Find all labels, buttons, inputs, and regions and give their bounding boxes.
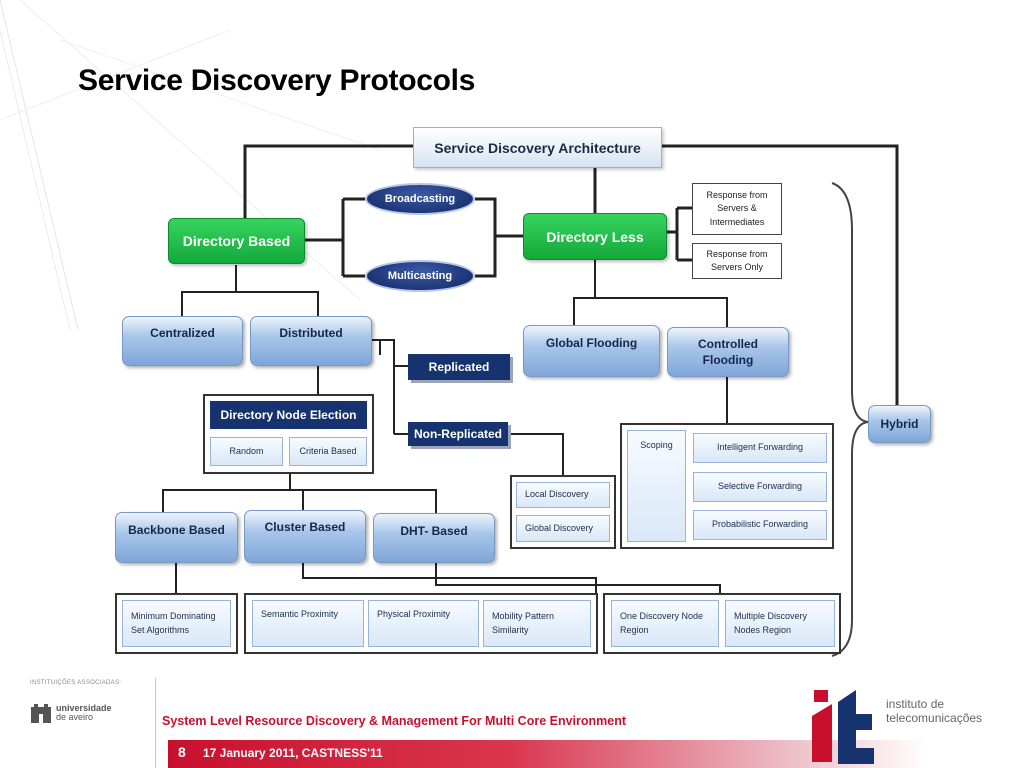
footer-divider xyxy=(155,678,156,768)
directory-based-node: Directory Based xyxy=(168,218,305,264)
random-node: Random xyxy=(210,437,283,466)
directory-less-node: Directory Less xyxy=(523,213,667,260)
broadcasting-node: Broadcasting xyxy=(365,183,475,215)
semantic-proximity-node: Semantic Proximity xyxy=(252,600,364,647)
global-flooding-node: Global Flooding xyxy=(523,325,660,377)
local-discovery-node: Local Discovery xyxy=(516,482,610,508)
probabilistic-forwarding-node: Probabilistic Forwarding xyxy=(693,510,827,540)
response-servers-intermediates-node: Response from Servers & Intermediates xyxy=(692,183,782,235)
associated-institutions-label: INSTITUIÇÕES ASSOCIADAS: xyxy=(30,680,122,686)
it-name-line2: telecomunicações xyxy=(886,711,983,726)
multiple-discovery-nodes-region-node: Multiple Discovery Nodes Region xyxy=(725,600,835,647)
it-institute-name: instituto de telecomunicações xyxy=(886,697,982,726)
university-aveiro-logo: universidade de aveiro xyxy=(30,702,112,724)
scoping-node: Scoping xyxy=(627,430,686,542)
global-discovery-node: Global Discovery xyxy=(516,515,610,542)
project-title: System Level Resource Discovery & Manage… xyxy=(162,714,627,728)
distributed-node: Distributed xyxy=(250,316,372,366)
criteria-based-node: Criteria Based xyxy=(289,437,367,466)
date-event: 17 January 2011, CASTNESS'11 xyxy=(203,746,383,760)
replicated-node: Replicated xyxy=(408,354,510,380)
controlled-flooding-node: Controlled Flooding xyxy=(667,327,789,377)
ua-name-line1: universidade xyxy=(56,702,112,713)
cluster-based-node: Cluster Based xyxy=(244,510,366,563)
hybrid-node: Hybrid xyxy=(868,405,931,443)
intelligent-forwarding-node: Intelligent Forwarding xyxy=(693,433,827,463)
response-servers-only-node: Response from Servers Only xyxy=(692,243,782,279)
one-discovery-node-region-node: One Discovery Node Region xyxy=(611,600,719,647)
it-logo-icon xyxy=(812,690,874,764)
university-aveiro-mark-icon xyxy=(31,704,51,723)
physical-proximity-node: Physical Proximity xyxy=(368,600,479,647)
service-discovery-architecture-node: Service Discovery Architecture xyxy=(413,127,662,168)
page-number: 8 xyxy=(178,744,186,760)
non-replicated-node: Non-Replicated xyxy=(408,422,508,446)
directory-node-election-node: Directory Node Election xyxy=(210,401,367,429)
ua-name-line2: de aveiro xyxy=(56,712,94,722)
selective-forwarding-node: Selective Forwarding xyxy=(693,472,827,502)
backbone-based-node: Backbone Based xyxy=(115,512,238,563)
slide-title: Service Discovery Protocols xyxy=(78,64,476,97)
multicasting-node: Multicasting xyxy=(365,260,475,292)
dht-based-node: DHT- Based xyxy=(373,513,495,563)
footer-band xyxy=(168,740,928,768)
it-name-line1: instituto de xyxy=(886,697,945,711)
centralized-node: Centralized xyxy=(122,316,243,366)
mobility-pattern-node: Mobility Pattern Similarity xyxy=(483,600,591,647)
minimum-dominating-node: Minimum Dominating Set Algorithms xyxy=(122,600,231,647)
